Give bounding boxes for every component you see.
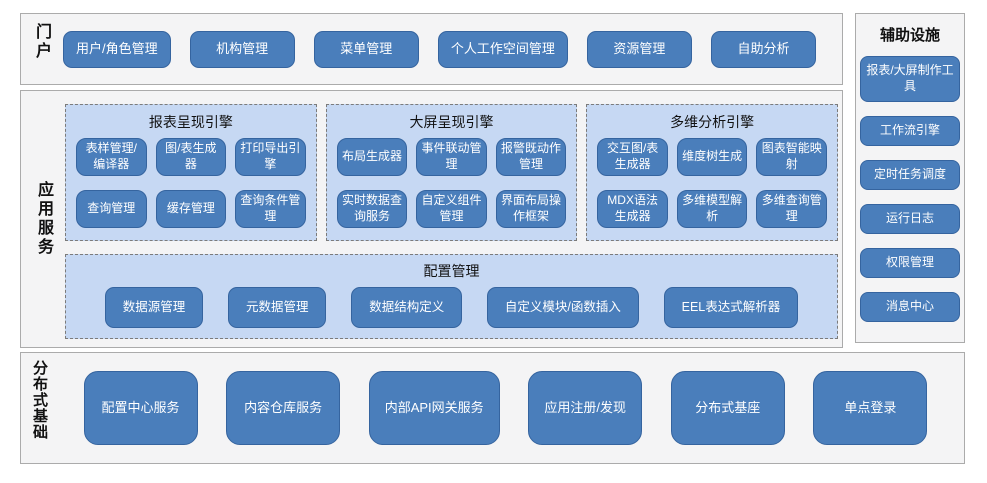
node-query-management: 查询管理 xyxy=(76,190,147,228)
portal-node-personal-workspace-management: 个人工作空间管理 xyxy=(437,30,568,68)
node-data-structure-definition: 数据结构定义 xyxy=(351,287,463,328)
node-metadata-management: 元数据管理 xyxy=(227,287,327,328)
node-realtime-data-query-service: 实时数据查询服务 xyxy=(336,190,408,228)
olap-engine-group-title: 多维分析引擎 xyxy=(670,114,755,130)
portal-section: 门户 用户/角色管理 机构管理 菜单管理 个人工作空间管理 资源管理 自助分析 xyxy=(20,13,843,85)
node-ui-layout-operation-framework: 界面布局操作框架 xyxy=(495,190,567,228)
screen-engine-group: 大屏呈现引擎 布局生成器 事件联动管理 报警既动作管理 实时数据查询服务 自定义… xyxy=(325,104,578,241)
report-engine-group-title: 报表呈现引擎 xyxy=(148,114,233,130)
node-message-center: 消息中心 xyxy=(860,292,960,322)
node-report-style-compiler: 表样管理/编译器 xyxy=(76,138,147,176)
portal-node-menu-management: 菜单管理 xyxy=(313,30,419,68)
node-multidim-query-management: 多维查询管理 xyxy=(756,190,827,228)
node-chart-table-generator: 图/表生成器 xyxy=(155,138,227,176)
config-management-group-title: 配置管理 xyxy=(423,263,480,279)
portal-node-user-role-management: 用户/角色管理 xyxy=(63,30,171,68)
node-config-center-service: 配置中心服务 xyxy=(83,371,198,445)
portal-node-self-service-analysis: 自助分析 xyxy=(710,30,816,68)
node-datasource-management: 数据源管理 xyxy=(104,287,204,328)
node-alarm-action-management: 报警既动作管理 xyxy=(495,138,567,176)
node-run-log: 运行日志 xyxy=(860,204,960,234)
node-dimension-tree-generation: 维度树生成 xyxy=(676,138,748,176)
olap-engine-group: 多维分析引擎 交互图/表生成器 维度树生成 图表智能映射 MDX语法生成器 多维… xyxy=(586,104,839,241)
screen-engine-grid: 布局生成器 事件联动管理 报警既动作管理 实时数据查询服务 自定义组件管理 界面… xyxy=(336,138,567,228)
portal-node-resource-management: 资源管理 xyxy=(586,30,692,68)
auxiliary-facilities-section-title: 辅助设施 xyxy=(879,27,940,44)
node-single-sign-on: 单点登录 xyxy=(813,371,928,445)
node-content-repository-service: 内容仓库服务 xyxy=(226,371,341,445)
node-distributed-base: 分布式基座 xyxy=(670,371,785,445)
node-mdx-syntax-generator: MDX语法生成器 xyxy=(597,190,668,228)
node-query-condition-management: 查询条件管理 xyxy=(235,190,306,228)
app-services-section: 应用服务 报表呈现引擎 表样管理/编译器 图/表生成器 打印导出引擎 查询管理 … xyxy=(20,90,843,348)
auxiliary-facilities-list: 报表/大屏制作工具 工作流引擎 定时任务调度 运行日志 权限管理 消息中心 xyxy=(860,56,960,322)
node-chart-smart-mapping: 图表智能映射 xyxy=(756,138,827,176)
report-engine-grid: 表样管理/编译器 图/表生成器 打印导出引擎 查询管理 缓存管理 查询条件管理 xyxy=(76,138,306,228)
distributed-foundation-section: 分布式基础 配置中心服务 内容仓库服务 内部API网关服务 应用注册/发现 分布… xyxy=(20,352,965,464)
auxiliary-facilities-section: 辅助设施 报表/大屏制作工具 工作流引擎 定时任务调度 运行日志 权限管理 消息… xyxy=(855,13,965,343)
app-services-section-label: 应用服务 xyxy=(35,181,52,257)
node-custom-component-management: 自定义组件管理 xyxy=(416,190,487,228)
node-cache-management: 缓存管理 xyxy=(155,190,227,228)
config-management-row: 数据源管理 元数据管理 数据结构定义 自定义模块/函数插入 EEL表达式解析器 xyxy=(80,287,823,328)
node-eel-expression-parser: EEL表达式解析器 xyxy=(663,287,799,328)
node-multidim-model-parsing: 多维模型解析 xyxy=(676,190,748,228)
config-management-group: 配置管理 数据源管理 元数据管理 数据结构定义 自定义模块/函数插入 EEL表达… xyxy=(65,254,838,339)
engine-groups-row: 报表呈现引擎 表样管理/编译器 图/表生成器 打印导出引擎 查询管理 缓存管理 … xyxy=(65,104,839,241)
distributed-foundation-section-label: 分布式基础 xyxy=(31,360,48,440)
node-app-registration-discovery: 应用注册/发现 xyxy=(528,371,643,445)
app-services-content: 报表呈现引擎 表样管理/编译器 图/表生成器 打印导出引擎 查询管理 缓存管理 … xyxy=(51,91,842,347)
node-interactive-chart-generator: 交互图/表生成器 xyxy=(597,138,668,176)
distributed-button-row: 配置中心服务 内容仓库服务 内部API网关服务 应用注册/发现 分布式基座 单点… xyxy=(47,353,964,463)
node-permission-management: 权限管理 xyxy=(860,248,960,278)
node-event-linkage-management: 事件联动管理 xyxy=(416,138,487,176)
portal-node-org-management: 机构管理 xyxy=(189,30,295,68)
node-workflow-engine: 工作流引擎 xyxy=(860,116,960,146)
screen-engine-group-title: 大屏呈现引擎 xyxy=(409,114,494,130)
report-engine-group: 报表呈现引擎 表样管理/编译器 图/表生成器 打印导出引擎 查询管理 缓存管理 … xyxy=(65,104,317,241)
node-print-export-engine: 打印导出引擎 xyxy=(235,138,306,176)
node-scheduled-task-dispatch: 定时任务调度 xyxy=(860,160,960,190)
node-custom-module-function-insert: 自定义模块/函数插入 xyxy=(486,287,639,328)
portal-button-row: 用户/角色管理 机构管理 菜单管理 个人工作空间管理 资源管理 自助分析 xyxy=(49,14,842,84)
olap-engine-grid: 交互图/表生成器 维度树生成 图表智能映射 MDX语法生成器 多维模型解析 多维… xyxy=(597,138,827,228)
portal-section-label: 门户 xyxy=(33,23,50,61)
node-internal-api-gateway-service: 内部API网关服务 xyxy=(368,371,500,445)
node-layout-generator: 布局生成器 xyxy=(336,138,408,176)
node-report-screen-authoring-tool: 报表/大屏制作工具 xyxy=(860,56,960,102)
